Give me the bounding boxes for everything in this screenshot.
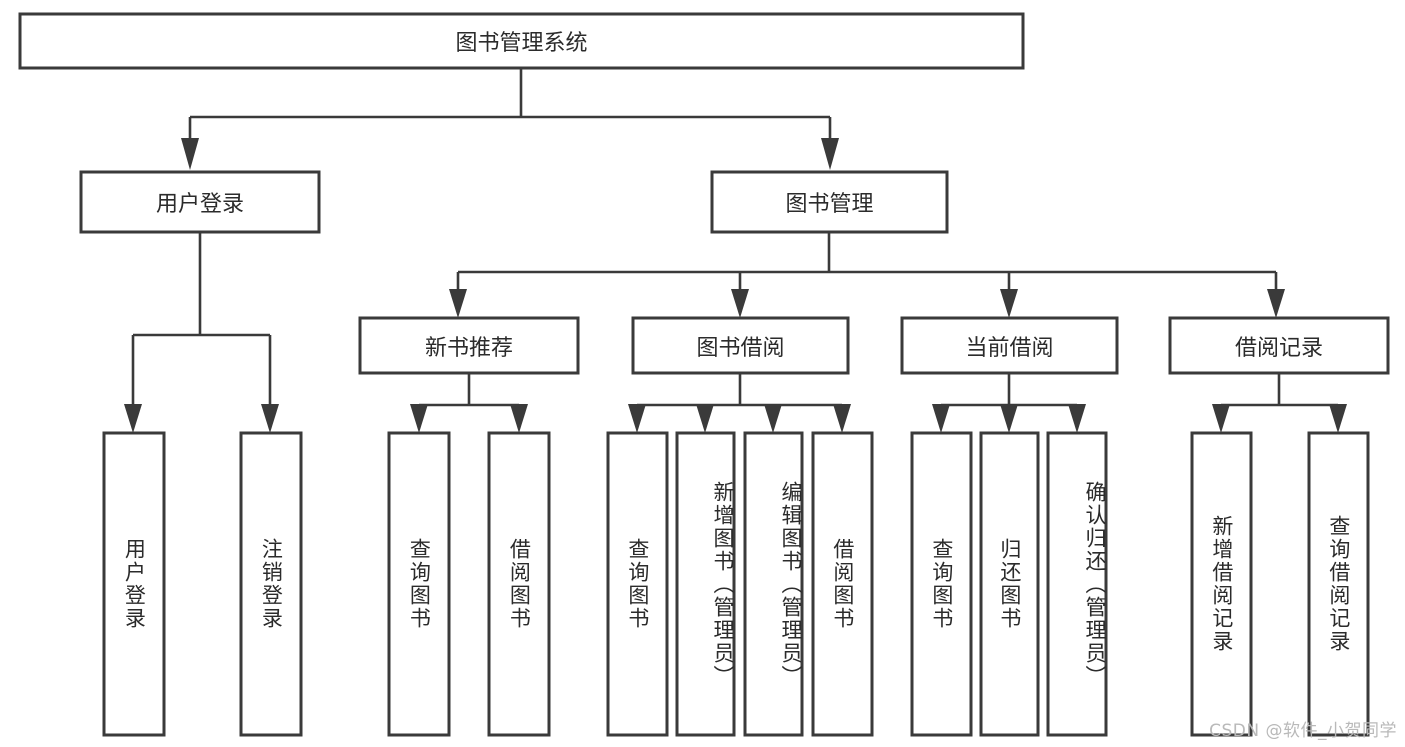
node-root-box[interactable]	[18, 12, 1025, 70]
leaf-box-new-book-1[interactable]	[387, 431, 451, 737]
leaf-box-new-book-2[interactable]	[487, 431, 551, 737]
node-new-book-recommend-box[interactable]	[358, 316, 580, 375]
arrow-current-borrow-leaf-1	[932, 404, 950, 433]
leaf-box-book-borrow-1[interactable]	[606, 431, 669, 737]
arrow-to-borrow-record	[1267, 289, 1285, 318]
arrow-root-to-book-manage	[821, 138, 839, 170]
connector-new-book-recommend-split	[417, 373, 521, 410]
arrow-user-login-leaf-2	[261, 404, 279, 433]
leaf-box-borrow-record-2[interactable]	[1307, 431, 1370, 737]
connector-book-manage-split	[456, 232, 1278, 290]
leaf-box-user-login-1[interactable]	[102, 431, 166, 737]
node-borrow-record-box[interactable]	[1168, 316, 1390, 375]
arrow-user-login-leaf-1	[124, 404, 142, 433]
leaf-box-current-borrow-2[interactable]	[979, 431, 1040, 737]
arrow-book-borrow-leaf-4	[833, 404, 851, 433]
leaf-box-book-borrow-4[interactable]	[811, 431, 874, 737]
leaf-box-borrow-record-1[interactable]	[1190, 431, 1253, 737]
leaf-box-book-borrow-2[interactable]	[675, 431, 736, 737]
arrow-borrow-record-leaf-1	[1212, 404, 1230, 433]
arrow-new-book-leaf-2	[510, 404, 528, 433]
leaf-box-current-borrow-1[interactable]	[910, 431, 973, 737]
node-current-borrow-box[interactable]	[900, 316, 1119, 375]
node-book-borrow-box[interactable]	[631, 316, 850, 375]
node-book-manage-box[interactable]	[710, 170, 949, 234]
arrow-to-new-book-recommend	[449, 289, 467, 318]
csdn-watermark: CSDN @软件_小贺同学	[1209, 721, 1397, 741]
arrow-book-borrow-leaf-3	[764, 404, 782, 433]
arrow-current-borrow-leaf-2	[1000, 404, 1018, 433]
leaf-box-book-borrow-3[interactable]	[743, 431, 804, 737]
node-user-login-box[interactable]	[79, 170, 321, 234]
arrow-to-current-borrow	[1000, 289, 1018, 318]
connector-borrow-record-split	[1219, 373, 1340, 410]
arrow-to-book-borrow	[731, 289, 749, 318]
arrow-borrow-record-leaf-2	[1329, 404, 1347, 433]
arrow-current-borrow-leaf-3	[1068, 404, 1086, 433]
arrow-book-borrow-leaf-1	[628, 404, 646, 433]
arrow-root-to-user-login	[181, 138, 199, 170]
connector-user-login-split	[131, 232, 272, 405]
connector-root-to-level2	[188, 68, 832, 140]
arrow-book-borrow-leaf-2	[696, 404, 714, 433]
leaf-box-user-login-2[interactable]	[239, 431, 303, 737]
leaf-box-current-borrow-3[interactable]	[1046, 431, 1108, 737]
arrow-new-book-leaf-1	[410, 404, 428, 433]
connector-book-borrow-split	[635, 373, 844, 410]
